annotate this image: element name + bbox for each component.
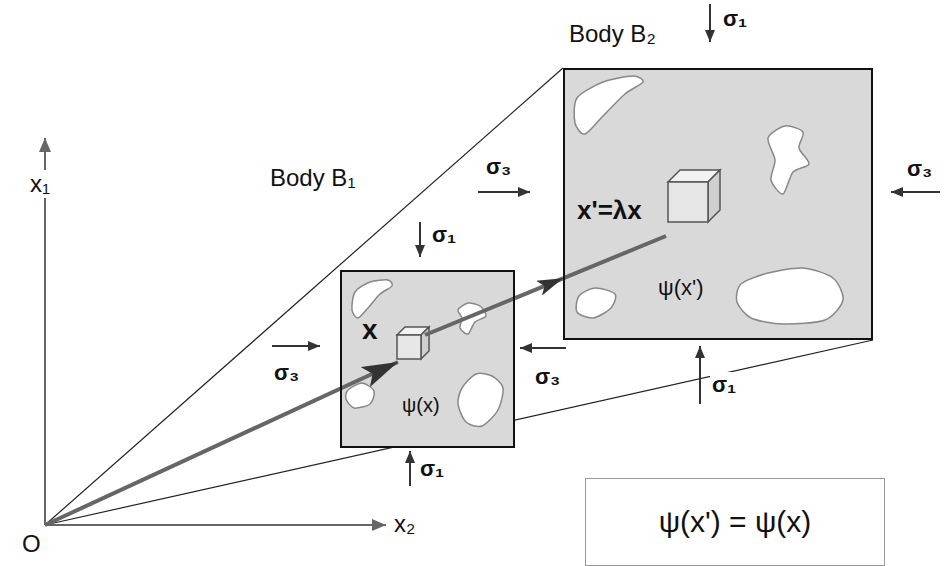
stress-label: σ₃ [905, 156, 934, 181]
axis-label: x₂ [392, 510, 417, 538]
field-label: ψ(x) [402, 394, 440, 417]
void-island [574, 76, 643, 134]
void-island [352, 280, 392, 318]
arrow-segment [563, 236, 666, 278]
stress-label: σ₁ [430, 222, 458, 247]
body-box: Body B₁xψ(x) [340, 270, 515, 448]
cube-face [397, 335, 421, 359]
void-island [458, 373, 503, 426]
projection-line [45, 68, 563, 525]
stress-arrow [478, 191, 530, 193]
equation: ψ(x') = ψ(x) [659, 505, 812, 540]
stress-label: σ₁ [710, 372, 738, 397]
void-islands [346, 76, 843, 426]
arrow-segment [425, 298, 515, 335]
void-island [576, 288, 616, 318]
stress-arrow [699, 346, 701, 404]
stress-arrow [520, 347, 566, 349]
position-label: x [362, 314, 378, 346]
mapping-arrow [515, 278, 563, 298]
x2-axis [45, 524, 386, 526]
volume-elements [397, 170, 720, 359]
position-label: x'=λx [577, 196, 642, 226]
stress-label: σ₃ [484, 154, 513, 179]
stress-arrow [419, 222, 421, 257]
body-heading: Body B₁ [270, 164, 355, 192]
stress-label: σ₃ [533, 364, 562, 389]
drawing-part [515, 278, 563, 298]
equation-box: ψ(x') = ψ(x) [585, 478, 885, 566]
axis-label: x₁ [28, 170, 52, 198]
body-fill [340, 270, 515, 448]
cube-face [708, 170, 720, 222]
volume-element [397, 327, 429, 359]
body-fill [563, 68, 873, 340]
body-box: Body B₂x'=λxψ(x') [563, 68, 873, 340]
position-vector [45, 362, 398, 525]
origin-label: O [20, 530, 43, 558]
stress-label: σ₁ [418, 456, 446, 481]
void-island [346, 383, 375, 408]
field-label: ψ(x') [658, 275, 704, 300]
drawing-part [425, 236, 666, 335]
void-island [768, 126, 809, 194]
stress-arrow [891, 191, 940, 193]
void-island [736, 268, 843, 324]
stress-label: σ₃ [272, 360, 301, 385]
stress-label: σ₁ [721, 6, 749, 31]
stress-arrows [272, 4, 940, 486]
stress-arrow [709, 4, 711, 42]
cube-face [668, 182, 708, 222]
stress-arrow [272, 345, 320, 347]
volume-element [668, 170, 720, 222]
stress-arrow [409, 451, 411, 486]
body-heading: Body B₂ [569, 20, 656, 48]
